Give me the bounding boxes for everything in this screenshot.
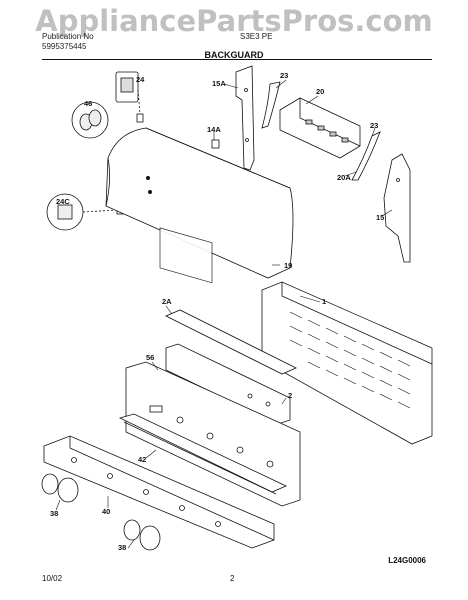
callout-23-upper: 23 [280,71,288,80]
callout-23-lower: 23 [370,121,378,130]
callout-15: 15 [376,213,384,222]
bracket-part-23a [261,81,281,129]
footer-date: 10/02 [42,574,63,583]
callout-24: 24 [136,75,145,84]
callout-42: 42 [138,455,146,464]
callout-38-right: 38 [118,543,126,552]
publication-info: Publication No 5995375445 [42,32,94,52]
trim-part-42 [118,413,287,495]
diagram-code: L24G0006 [388,556,426,565]
bracket-part-15 [383,153,411,263]
callout-46: 46 [84,99,92,108]
knob-part-46 [71,101,109,139]
callout-2: 2 [288,391,292,400]
callout-19: 19 [284,261,292,270]
callout-20a: 20A [337,173,351,182]
clock-control-part-20 [279,97,361,159]
publication-number: 5995375445 [42,42,87,51]
bracket-part-23b [351,131,381,181]
callout-56: 56 [146,353,154,362]
frame-part-56 [125,361,301,507]
watermark: AppliancePartsPros.com [35,4,433,38]
callout-1: 1 [322,297,326,306]
part-14a [211,139,220,149]
callout-38-left: 38 [50,509,58,518]
bracket-part-15a [235,65,255,171]
knobs-part-38a [41,473,79,503]
callout-14a: 14A [207,125,221,134]
panel-part-2a [165,309,297,375]
back-panel-part-1 [261,281,433,445]
callout-40: 40 [102,507,110,516]
model-number: S3E3 PE [240,32,273,41]
header-rule [42,59,432,60]
panel-part-2 [165,343,291,425]
publication-label: Publication No [42,32,94,41]
switch-part-24 [115,71,144,123]
footer-page-number: 2 [230,574,235,583]
section-title: BACKGUARD [204,50,264,60]
callout-24c: 24C [56,197,70,206]
callout-15a: 15A [212,79,226,88]
callout-2a: 2A [162,297,172,306]
control-panel-part-19 [105,127,294,284]
callout-20: 20 [316,87,324,96]
manifold-panel-part-40 [43,435,275,549]
switch-part-24c [46,193,125,231]
knobs-part-38b [123,519,161,551]
